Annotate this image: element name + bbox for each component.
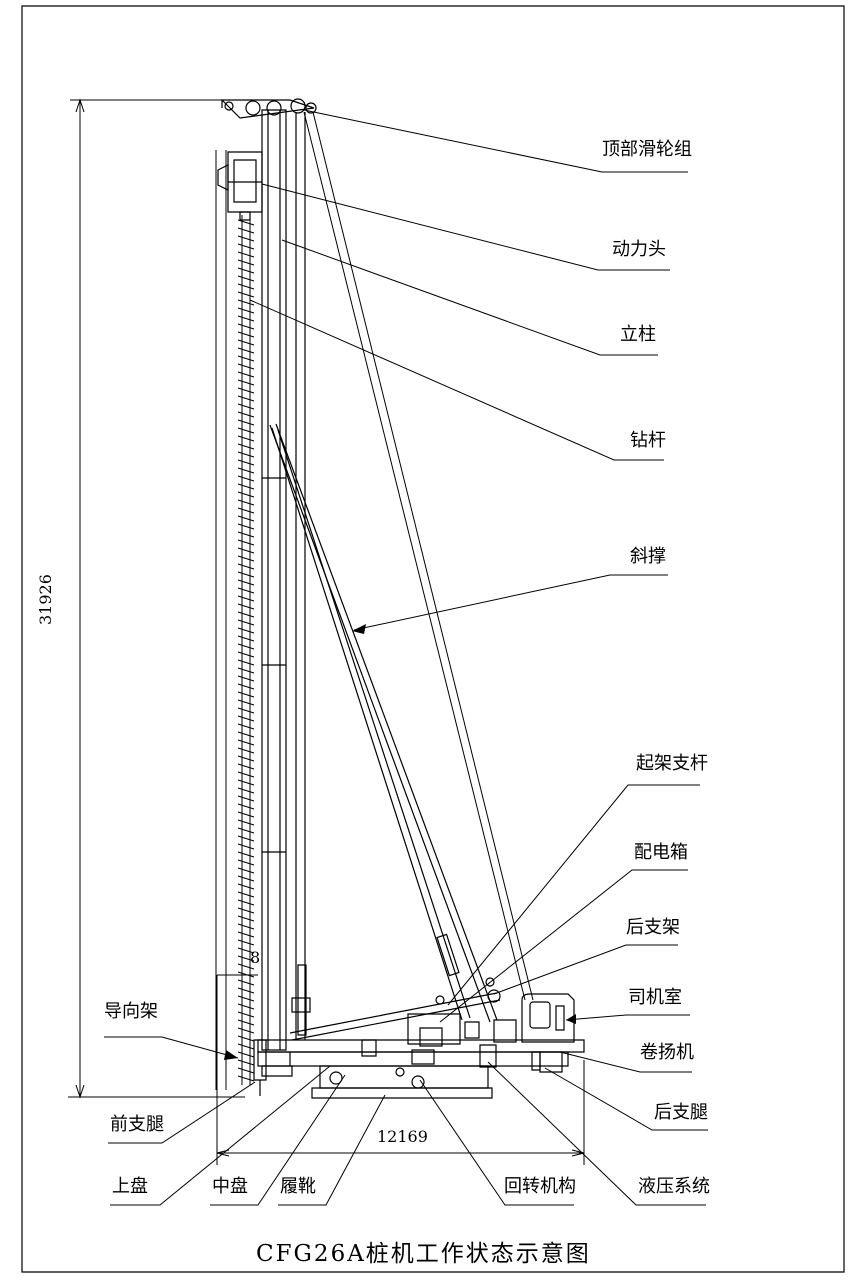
label-upper-plate: 上盘: [112, 1176, 148, 1197]
winch-box: [408, 1014, 516, 1046]
label-electrical-box: 配电箱: [634, 842, 688, 863]
label-middle-plate: 中盘: [212, 1176, 248, 1197]
height-dimension: [68, 100, 245, 1097]
label-column: 立柱: [620, 324, 656, 345]
cables: [304, 112, 533, 1000]
leader-arrows: [224, 624, 576, 1060]
label-slewing-mechanism: 回转机构: [504, 1176, 576, 1197]
label-winch: 卷扬机: [640, 1042, 694, 1063]
label-top-pulley: 顶部滑轮组: [602, 139, 692, 160]
label-rear-frame: 后支架: [626, 917, 680, 938]
drawing-border: [22, 6, 844, 1272]
label-guide-frame: 导向架: [104, 1001, 158, 1022]
operator-cab: [522, 994, 574, 1042]
diagonal-brace: [270, 424, 497, 1022]
dimension-base-length: 12169: [377, 1127, 428, 1146]
top-pulley-group: [222, 99, 316, 118]
dimension-small: 8: [250, 948, 261, 967]
drill-rod: [238, 215, 254, 1085]
label-track-shoe: 履靴: [280, 1176, 316, 1197]
label-rear-leg: 后支腿: [654, 1102, 708, 1123]
front-leg: [254, 965, 310, 1096]
label-power-head: 动力头: [612, 239, 666, 260]
guide-frame: [216, 150, 226, 1090]
label-cab: 司机室: [628, 987, 682, 1008]
middle-plate: [312, 1066, 492, 1098]
base-dimension: [217, 975, 584, 1165]
leader-lines: [104, 110, 708, 1205]
label-hydraulic-system: 液压系统: [638, 1176, 710, 1197]
drawing-title: CFG26A桩机工作状态示意图: [256, 1241, 591, 1267]
erecting-strut: [290, 978, 500, 1040]
label-diagonal-brace: 斜撑: [630, 546, 666, 567]
label-erecting-strut: 起架支杆: [636, 753, 708, 774]
label-front-leg: 前支腿: [110, 1114, 164, 1135]
dimension-height: 31926: [36, 574, 55, 625]
power-head: [218, 152, 262, 220]
label-drill-rod: 钻杆: [630, 430, 666, 451]
main-column: [262, 110, 305, 1050]
